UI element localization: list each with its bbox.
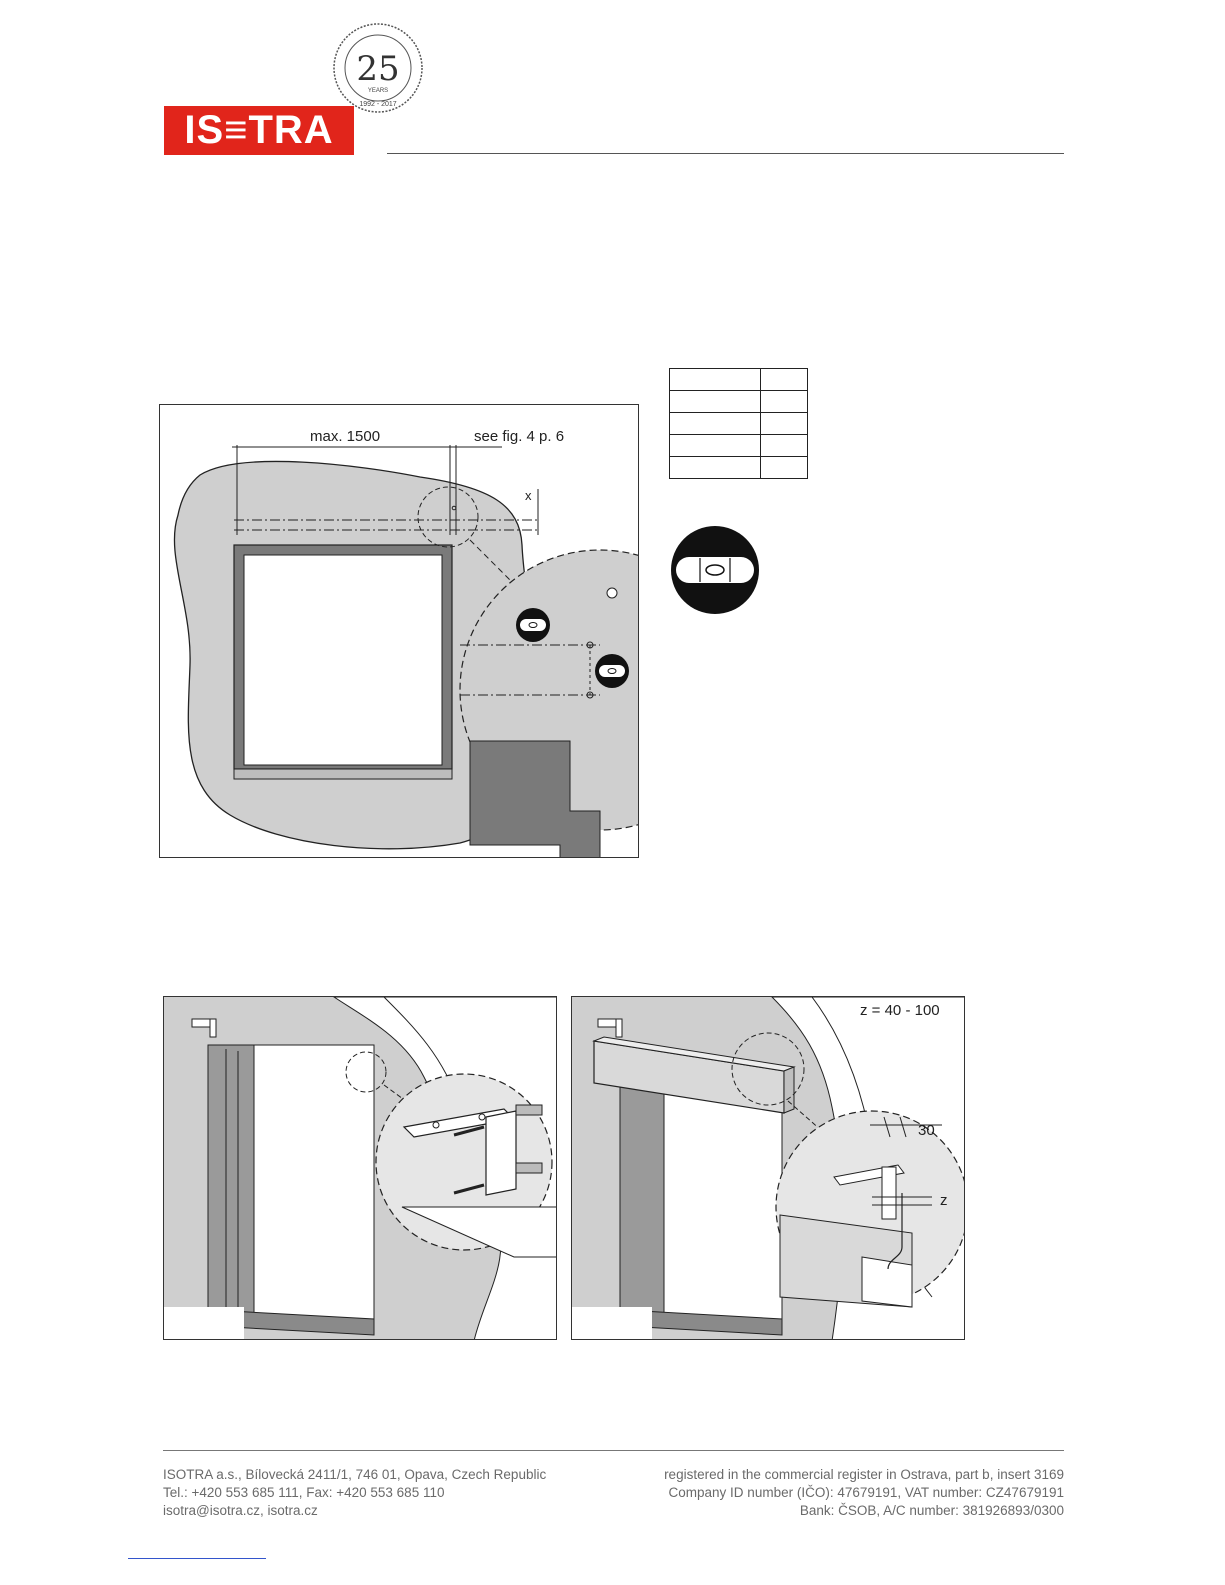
table-row [669,368,808,391]
logo-red-box: IS≡TRA [164,106,354,155]
footer-company-id-line: Company ID number (IČO): 47679191, VAT n… [668,1485,1064,1500]
footer-bank-line: Bank: ČSOB, A/C number: 381926893/0300 [799,1503,1064,1518]
anniversary-seal: 25 YEARS 1992 - 2017 [333,23,423,113]
dimension-ref-label: see fig. 4 p. 6 [474,428,564,445]
footer-register-line: registered in the commercial register in… [664,1467,1064,1482]
company-logo: 25 YEARS 1992 - 2017 IS≡TRA [164,22,424,156]
logo-text: IS≡TRA [184,108,334,152]
figure-bracket-mounting [163,996,557,1340]
spirit-level-icon [516,608,550,642]
z-range-label: z = 40 - 100 [860,1002,940,1019]
dimension-30-label: 30 [918,1122,935,1139]
window-glass [243,554,443,766]
bracket-icon [597,1018,623,1038]
footer-divider [163,1450,1064,1451]
table-row [669,412,808,435]
header-divider [387,153,1064,154]
wall-bracket [402,1108,517,1196]
footer-phone-line: Tel.: +420 553 685 111, Fax: +420 553 68… [163,1485,445,1500]
window-sill [233,768,453,780]
seal-number: 25 [356,49,399,89]
spirit-level-vertical-icon [595,654,629,688]
figure-blind-mounting: z = 40 - 100 30 z [571,996,965,1340]
link-underline [128,1558,266,1559]
footer-email-line[interactable]: isotra@isotra.cz, isotra.cz [163,1503,318,1518]
figure-bracket-layout: max. 1500 see fig. 4 p. 6 x [159,404,639,858]
table-row [669,434,808,457]
screw-icon [453,1104,543,1195]
table-row [669,456,808,479]
seal-period: 1992 - 2017 [359,101,396,108]
dimension-x-label: x [525,488,532,503]
dimension-max-label: max. 1500 [310,428,380,445]
detail-marker [417,486,479,548]
wall-bracket [833,1164,905,1220]
footer-address: ISOTRA a.s., Bílovecká 2411/1, 746 01, O… [163,1466,546,1520]
spirit-level-icon [671,526,759,614]
footer-registration: registered in the commercial register in… [600,1466,1064,1520]
dimension-z-label: z [940,1192,948,1209]
seal-years: YEARS [368,88,388,94]
table-row [669,390,808,413]
bracket-icon [191,1018,217,1038]
footer-address-line: ISOTRA a.s., Bílovecká 2411/1, 746 01, O… [163,1467,547,1482]
spec-table [669,368,808,479]
